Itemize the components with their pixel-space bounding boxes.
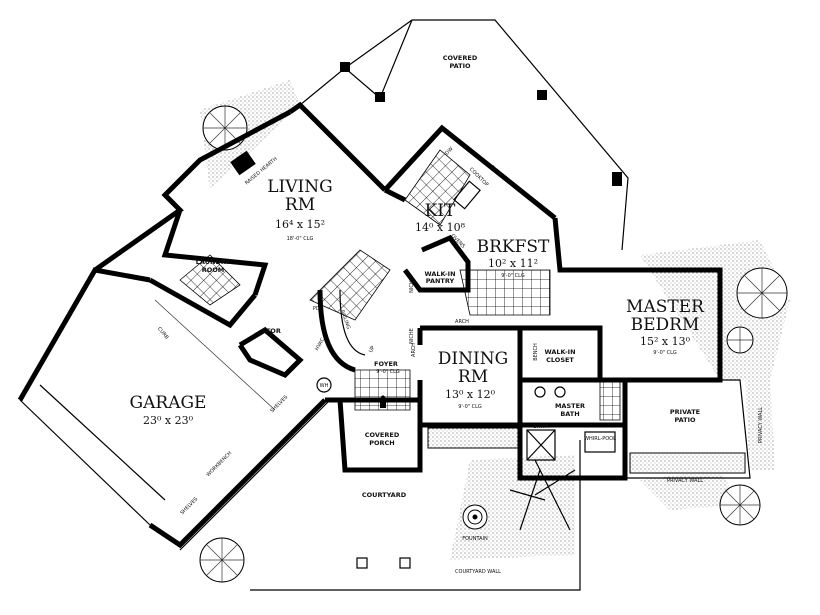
- label-dw: DW: [444, 146, 455, 157]
- label-up: UP: [368, 345, 377, 354]
- planter-dining: [427, 427, 519, 449]
- label-shelves-2: SHELVES: [179, 496, 199, 516]
- dim-dining-room: 13⁰ x 12⁰: [445, 388, 496, 401]
- dim-living-room: 16⁴ x 15²: [275, 218, 325, 231]
- courtyard-garden: [450, 455, 575, 560]
- sink-icon: [554, 386, 566, 398]
- clg-breakfast: 9'-0" CLG: [501, 273, 525, 279]
- label-master-bedroom: MASTER: [626, 297, 705, 317]
- label-courtyard: COURTYARD: [362, 491, 407, 499]
- label-covered-patio: COVERED: [443, 54, 478, 62]
- label-curb: CURB: [156, 326, 170, 341]
- sink-icon: [534, 386, 546, 398]
- label-pantry: WALK-IN: [424, 270, 455, 278]
- label-living-room: LIVING: [267, 177, 332, 197]
- label-whirlpool: WHIRL-POOL: [584, 436, 616, 442]
- laundry-tile: [179, 254, 241, 306]
- label-covered-porch: COVERED: [365, 431, 400, 439]
- clg-dining-room: 9'-0" CLG: [458, 404, 482, 410]
- label-breakfast: BRKFST: [477, 237, 550, 257]
- foyer-stair-tile: [309, 249, 391, 321]
- covered-patio: [299, 19, 629, 251]
- label-pdr: PDR: [313, 306, 324, 312]
- label-privacy-wall-2: PRIVACY WALL: [758, 407, 764, 443]
- label-arch: ARCH: [411, 343, 417, 357]
- dim-garage: 23⁰ x 23⁰: [143, 414, 194, 427]
- water-heater-icon: [316, 377, 332, 393]
- planting-bed-privacy: [745, 375, 775, 470]
- clg-master-bedroom: 9'-0" CLG: [653, 350, 677, 356]
- shower-icon: [526, 429, 556, 461]
- label-laundry-2: ROOM: [202, 266, 225, 274]
- label-fountain: FOUNTAIN: [462, 536, 488, 542]
- entry-arrow-icon: [376, 395, 390, 408]
- dim-breakfast: 10² x 11²: [488, 257, 538, 270]
- label-bench: BENCH: [533, 343, 539, 361]
- planter-privacy: [629, 452, 746, 474]
- label-master-bath: MASTER: [555, 402, 585, 410]
- label-niche: NICHE: [409, 277, 415, 293]
- label-dining-room: DINING: [438, 349, 508, 369]
- palm-icon: [509, 459, 576, 531]
- cooktop-icon: [453, 180, 481, 210]
- label-stor: STOR: [261, 327, 281, 335]
- label-privacy-wall: PRIVACY WALL: [667, 478, 703, 484]
- breakfast-tile: [459, 269, 551, 316]
- label-workbench: WORKBENCH: [205, 450, 233, 478]
- label-courtyard-wall: COURTYARD WALL: [455, 569, 501, 575]
- planting-bed-south: [640, 470, 740, 510]
- label-cooktop: COOKTOP: [468, 167, 489, 188]
- label-pantry-2: PANTRY: [426, 277, 455, 285]
- label-master-bath-2: BATH: [560, 410, 579, 418]
- label-wh: WH: [320, 383, 329, 389]
- bath-tile: [599, 379, 621, 421]
- label-private-patio-2: PATIO: [674, 416, 696, 424]
- label-private-patio: PRIVATE: [670, 408, 700, 416]
- label-garage: GARAGE: [130, 393, 207, 413]
- label-covered-porch-2: PORCH: [369, 439, 395, 447]
- landscaping: [199, 80, 790, 583]
- label-living-room-2: RM: [285, 195, 315, 215]
- dim-master-bedroom: 15² x 13⁰: [640, 335, 691, 348]
- dim-kitchen: 14⁰ x 10⁸: [415, 221, 466, 234]
- label-shwr: SHWR: [533, 424, 549, 430]
- label-laundry: LAUNDRY: [196, 258, 231, 266]
- whirlpool-icon: [584, 431, 616, 453]
- label-covered-patio-2: PATIO: [449, 62, 471, 70]
- label-dining-room-2: RM: [458, 367, 488, 387]
- label-foyer: FOYER: [374, 360, 398, 368]
- walls: [17, 101, 751, 591]
- label-shelves: SHELVES: [269, 394, 289, 414]
- clg-foyer: 9'-0" CLG: [376, 369, 400, 375]
- kitchen-tile: [404, 149, 471, 226]
- label-closet: WALK-IN: [544, 348, 575, 356]
- label-closet-2: CLOSET: [546, 356, 574, 364]
- label-niche-2: NICHE: [409, 328, 415, 344]
- clg-living-room: 18'-0" CLG: [287, 236, 314, 242]
- label-kitchen: KIT: [425, 201, 456, 221]
- fireplace-icon: [230, 150, 256, 176]
- label-master-bedroom-2: BEDRM: [631, 315, 700, 335]
- label-arch-2: ARCH: [455, 319, 469, 325]
